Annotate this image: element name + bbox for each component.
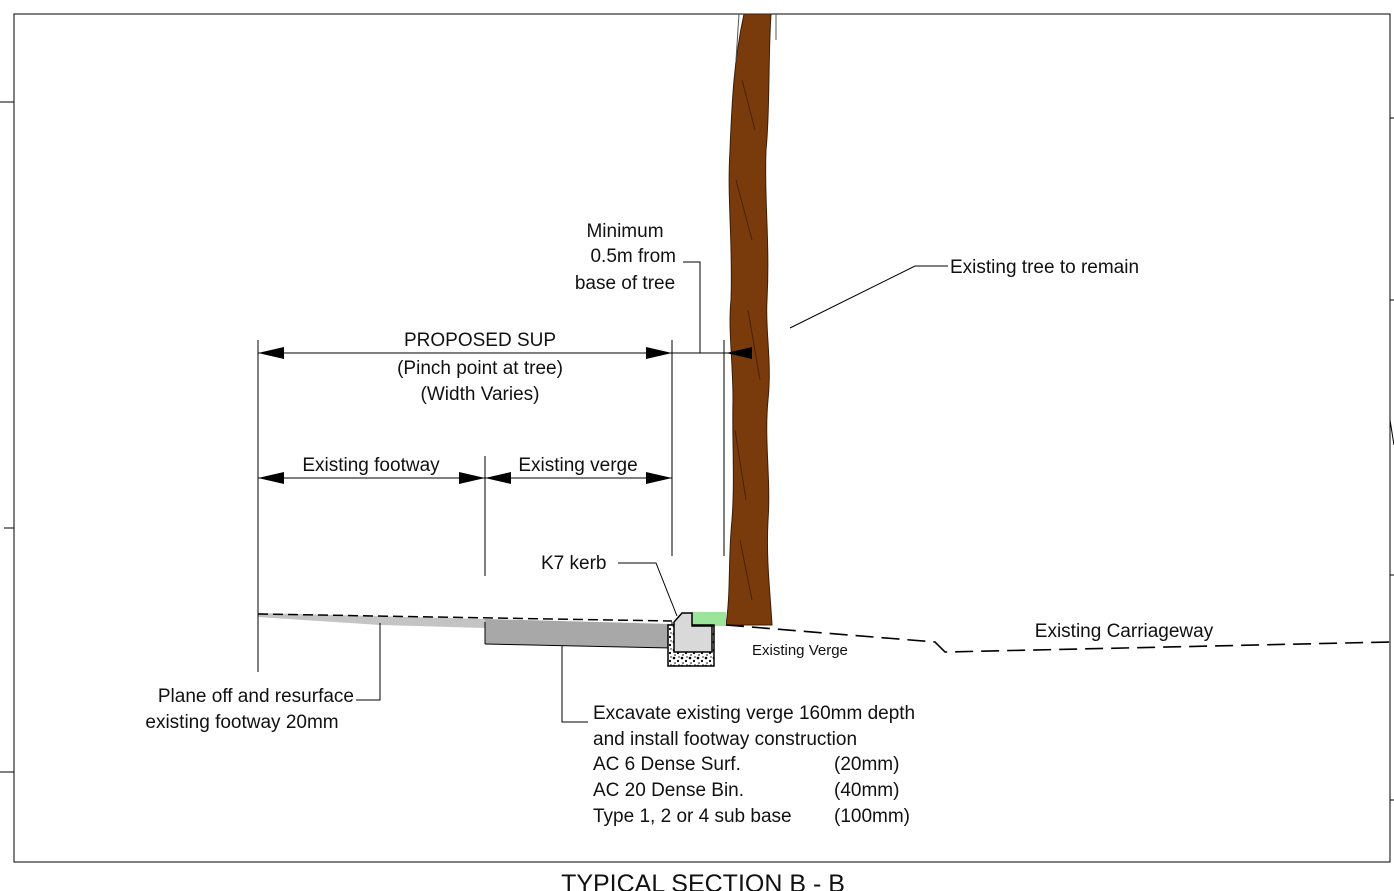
layer-depth: (20mm) (834, 754, 899, 775)
label-plane-off-l2: existing footway 20mm (145, 712, 338, 733)
label-plane-off-l1: Plane off and resurface (158, 686, 354, 707)
section-title: TYPICAL SECTION B - B (561, 870, 845, 891)
label-width-varies: (Width Varies) (421, 384, 540, 405)
label-k7-kerb: K7 kerb (541, 553, 606, 574)
label-existing-tree: Existing tree to remain (950, 257, 1139, 278)
label-minimum-l1: Minimum (586, 221, 663, 242)
tree-trunk (725, 13, 777, 626)
label-existing-footway: Existing footway (302, 455, 440, 476)
label-existing-verge-dim: Existing verge (518, 455, 637, 476)
label-minimum-l2: 0.5m from (590, 246, 676, 267)
label-existing-carriageway: Existing Carriageway (1035, 621, 1214, 642)
drawing-frame (0, 13, 1394, 863)
ground-profile (257, 612, 1391, 653)
labels: Minimum 0.5m from base of tree Existing … (145, 221, 1213, 827)
layer-name: Type 1, 2 or 4 sub base (593, 806, 792, 827)
layer-name: AC 20 Dense Bin. (593, 780, 744, 801)
dimension-arrows (258, 347, 752, 484)
label-excavate-l1: Excavate existing verge 160mm depth (593, 703, 915, 724)
label-excavate-l2: and install footway construction (593, 729, 857, 750)
label-existing-verge-ground: Existing Verge (752, 642, 848, 659)
layer-depth: (100mm) (834, 806, 910, 827)
label-pinch-point: (Pinch point at tree) (397, 358, 563, 379)
label-proposed-sup: PROPOSED SUP (404, 330, 556, 351)
layer-depth: (40mm) (834, 780, 899, 801)
k7-kerb (667, 612, 715, 667)
label-minimum-l3: base of tree (575, 273, 675, 294)
layer-name: AC 6 Dense Surf. (593, 754, 741, 775)
